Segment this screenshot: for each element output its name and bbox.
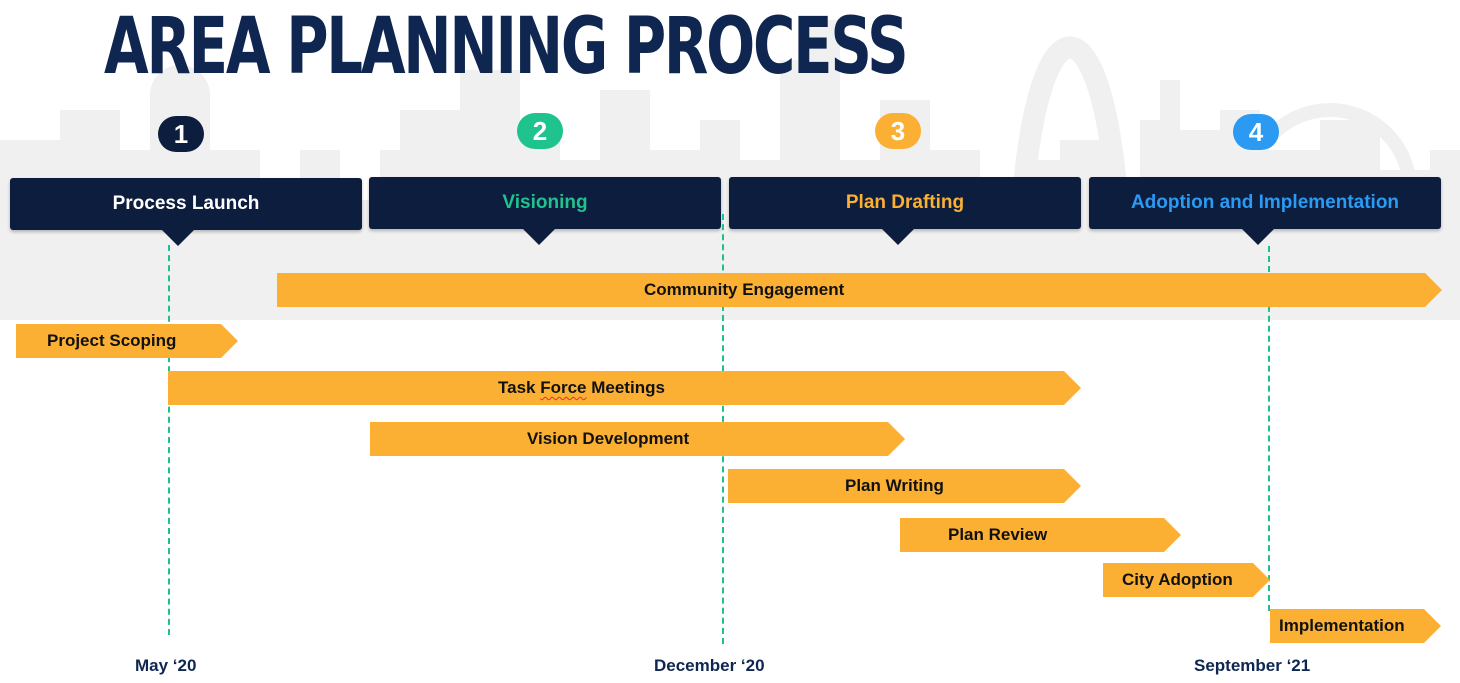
date-label-september: September ‘21 [1194, 656, 1311, 675]
phase-header: Process Launch [10, 178, 362, 246]
task-bar-project-scoping: Project Scoping [16, 324, 238, 358]
task-label: Community Engagement [644, 280, 845, 299]
phase-number-badge: 2 [517, 113, 563, 149]
phase-label: Adoption and Implementation [1130, 192, 1400, 213]
page-title: AREA PLANNING PROCESS [104, 2, 909, 92]
phase-header: Plan Drafting [729, 177, 1081, 245]
task-bar-community-engagement: Community Engagement [277, 273, 1442, 307]
task-label: Implementation [1279, 616, 1405, 635]
phase-number-badge: 3 [875, 113, 921, 149]
task-label-part: Meetings [586, 378, 665, 397]
phase-label: Process Launch [112, 193, 260, 214]
phase-pointer [161, 229, 195, 246]
task-bar-vision-development: Vision Development [370, 422, 905, 456]
phase-header: Visioning [369, 177, 721, 245]
milestone-line-may [168, 245, 170, 635]
phase-pointer [1241, 228, 1275, 245]
date-label-may: May ‘20 [135, 656, 197, 675]
phase-number-badge: 1 [158, 116, 204, 152]
task-label-part: Force [540, 378, 587, 397]
task-label: City Adoption [1122, 570, 1233, 589]
task-bar-implementation: Implementation [1270, 609, 1441, 643]
date-label-december: December ‘20 [654, 656, 765, 675]
phase-number-badge: 4 [1233, 114, 1279, 150]
task-label: Vision Development [527, 429, 690, 448]
task-bar-plan-review: Plan Review [900, 518, 1181, 552]
task-bar-plan-writing: Plan Writing [728, 469, 1081, 503]
task-label: Project Scoping [47, 331, 177, 350]
task-label: Task Force Meetings [498, 371, 665, 405]
task-bar-city-adoption: City Adoption [1103, 563, 1270, 597]
phase-label: Plan Drafting [845, 192, 965, 213]
task-label: Plan Writing [845, 476, 944, 495]
task-bar-task-force-meetings: Task Force Meetings [168, 371, 1081, 405]
phase-pointer [522, 228, 556, 245]
phase-pointer [881, 228, 915, 245]
milestone-line-september [1268, 246, 1270, 611]
phase-label: Visioning [502, 192, 588, 213]
phase-header: Adoption and Implementation [1089, 177, 1441, 245]
task-label-part: Task [498, 378, 541, 397]
task-label: Plan Review [948, 525, 1048, 544]
